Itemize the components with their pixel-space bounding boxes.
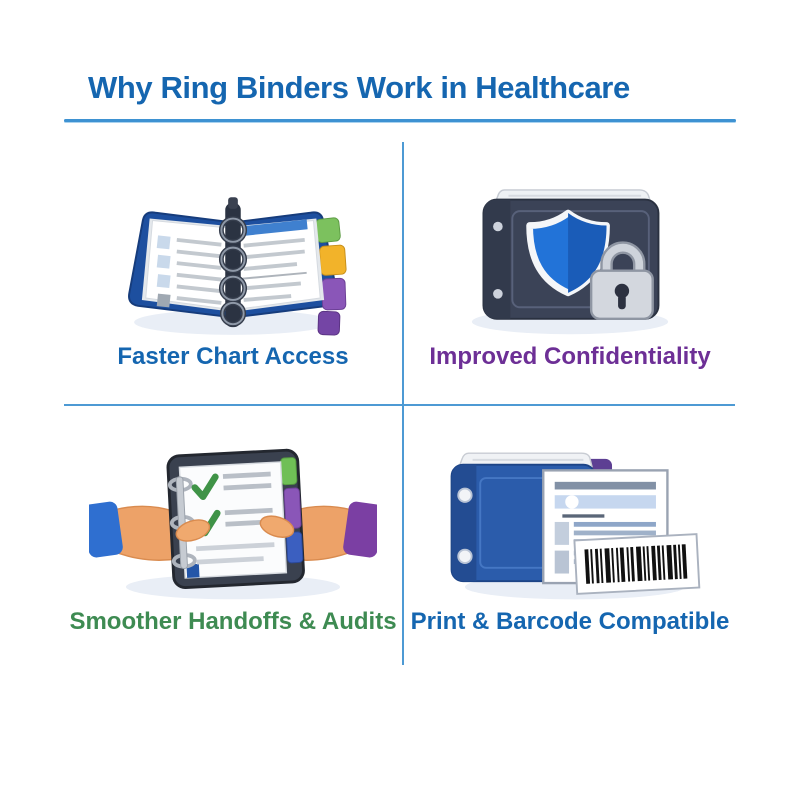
- binder-document-barcode-icon: [450, 452, 701, 600]
- quadrant-caption: Improved Confidentiality: [429, 343, 711, 370]
- quadrant-caption: Smoother Handoffs & Audits: [69, 608, 397, 635]
- open-ring-binder-icon: [128, 197, 347, 336]
- title-underline-rule: [64, 119, 736, 122]
- right-page-lines: [242, 219, 308, 302]
- quadrant-smoother-handoffs-audits: Smoother Handoffs & Audits: [64, 404, 402, 665]
- quadrant-faster-chart-access: Faster Chart Access: [64, 142, 402, 404]
- binder-tabs: [315, 217, 347, 336]
- quadrant-print-barcode-compatible: Print & Barcode Compatible: [404, 404, 736, 665]
- quadrant-caption: Faster Chart Access: [117, 343, 349, 370]
- page-title: Why Ring Binders Work in Healthcare: [88, 70, 630, 105]
- barcode-icon: [573, 533, 701, 595]
- left-page-lines: [156, 235, 222, 308]
- horizontal-divider: [64, 404, 735, 406]
- hands-binder-checklist-icon: [89, 448, 377, 600]
- shield-icon: [526, 209, 610, 297]
- binder-shield-lock-icon: [471, 189, 669, 335]
- quadrant-improved-confidentiality: Improved Confidentiality: [404, 142, 736, 404]
- lock-icon: [589, 241, 654, 321]
- vertical-divider: [402, 142, 404, 665]
- quadrant-caption: Print & Barcode Compatible: [410, 608, 730, 635]
